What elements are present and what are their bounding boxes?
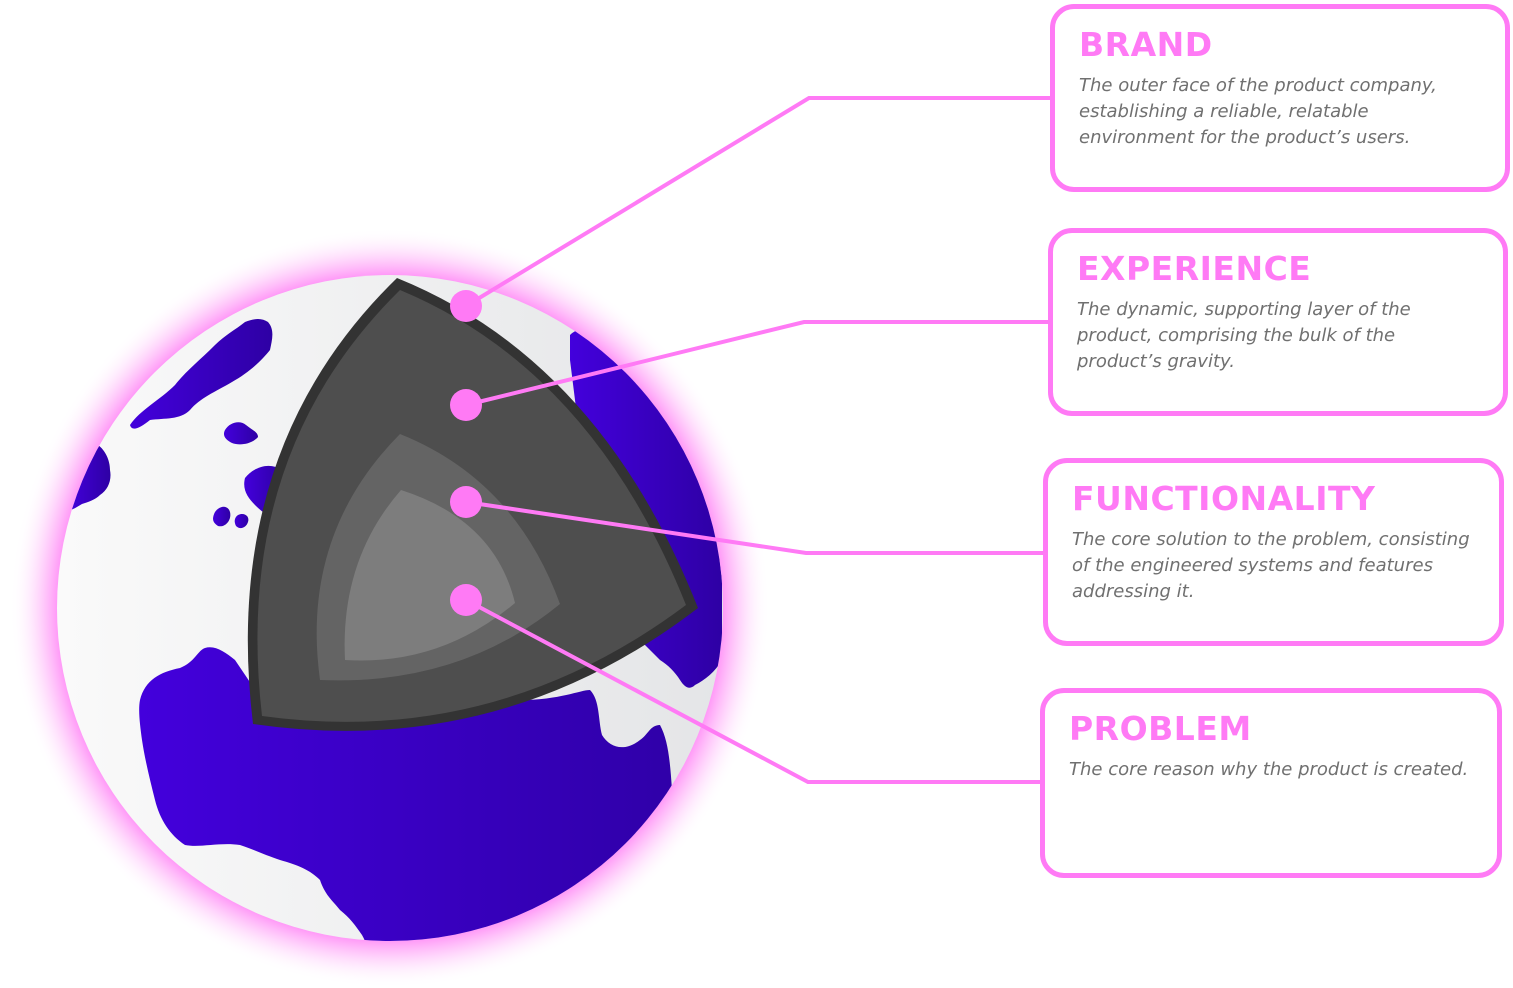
card-brand-description: The outer face of the product company, e…: [1079, 75, 1437, 148]
marker-experience-dot-icon: [450, 389, 482, 421]
connector-brand: [464, 96, 1052, 308]
marker-problem-dot-icon: [450, 584, 482, 616]
connector-experience: [465, 320, 1050, 407]
card-functionality-description: The core solution to the problem, consis…: [1072, 529, 1470, 602]
card-problem-title: PROBLEM: [1069, 709, 1252, 748]
card-problem-description: The core reason why the product is creat…: [1069, 759, 1469, 780]
wedge-inner-layer: [344, 490, 515, 661]
card-functionality: FUNCTIONALITY The core solution to the p…: [1043, 458, 1504, 646]
card-experience-title: EXPERIENCE: [1077, 249, 1312, 288]
card-problem: PROBLEM The core reason why the product …: [1040, 688, 1502, 878]
card-experience-description: The dynamic, supporting layer of the pro…: [1077, 299, 1411, 372]
layer-markers: [450, 290, 482, 616]
connector-problem: [465, 598, 1042, 784]
connector-functionality: [465, 500, 1045, 555]
connector-lines: [464, 96, 1052, 784]
marker-functionality-dot-icon: [450, 486, 482, 518]
marker-brand-dot-icon: [450, 290, 482, 322]
card-brand: BRAND The outer face of the product comp…: [1050, 4, 1510, 192]
card-experience: EXPERIENCE The dynamic, supporting layer…: [1048, 228, 1508, 416]
card-brand-title: BRAND: [1079, 25, 1213, 64]
card-functionality-title: FUNCTIONALITY: [1072, 479, 1376, 518]
